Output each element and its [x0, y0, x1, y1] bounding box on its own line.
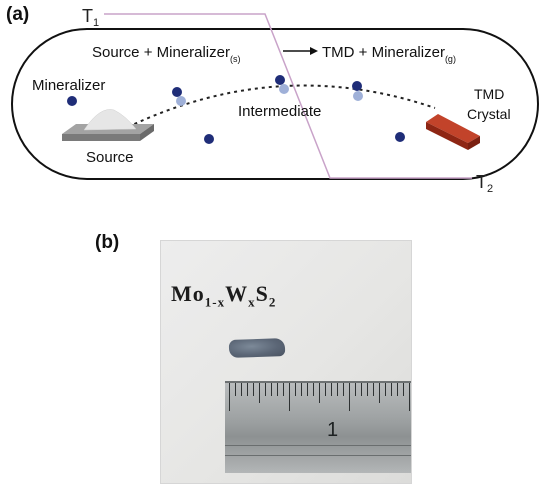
ruler-tick	[319, 383, 320, 403]
ruler-tick	[367, 383, 368, 396]
panel-b-label: (b)	[95, 232, 120, 253]
ruler-tick	[379, 383, 380, 403]
ruler-tick	[307, 383, 308, 396]
ruler-tick	[355, 383, 356, 396]
crystal-flake	[228, 338, 286, 358]
crystal-label-line1: TMD	[474, 86, 504, 102]
growth-diagram: T1 T2 Source + Mineralizer(s) TMD + Mine…	[11, 6, 539, 195]
ruler-tick	[241, 383, 242, 396]
intermediate-particle	[279, 84, 289, 94]
ruler-tick	[277, 383, 278, 396]
crystal-top	[426, 114, 480, 143]
ruler-tick	[385, 383, 386, 396]
ruler-number: 1	[327, 419, 339, 441]
sample-photo: Mo1-xWxS2 1	[160, 240, 412, 484]
mineralizer-particle	[395, 132, 405, 142]
ruler-tick	[373, 383, 374, 396]
ruler-tick	[235, 383, 236, 396]
transport-path	[127, 84, 436, 128]
crystal-front	[426, 122, 468, 150]
ruler-tick	[301, 383, 302, 396]
mineralizer-particle	[67, 96, 77, 106]
ruler-tick	[349, 383, 350, 411]
ruler-tick	[409, 383, 410, 411]
ruler-tick	[265, 383, 266, 396]
intermediate-particle	[353, 91, 363, 101]
ruler-tick	[403, 383, 404, 396]
mineralizer-particle	[204, 134, 214, 144]
sample-formula: Mo1-xWxS2	[171, 281, 277, 310]
ruler-tick	[271, 383, 272, 396]
intermediate-label: Intermediate	[238, 103, 321, 120]
source-platform-side	[140, 124, 154, 141]
ruler-tick	[331, 383, 332, 396]
panel-a-label: (a)	[6, 4, 30, 25]
ruler-tick	[391, 383, 392, 396]
ruler-tick	[247, 383, 248, 396]
reaction-left: Source + Mineralizer(s)	[92, 44, 240, 64]
ampoule-tube	[11, 28, 539, 180]
source-label: Source	[86, 149, 134, 166]
ruler-tick	[283, 383, 284, 396]
ruler-tick	[397, 383, 398, 396]
t2-label: T2	[476, 172, 493, 195]
intermediate-particle	[176, 96, 186, 106]
ruler-tick	[289, 383, 290, 411]
ruler-tick	[361, 383, 362, 396]
ruler-tick	[295, 383, 296, 396]
ruler: 1	[225, 381, 411, 473]
t1-label: T1	[82, 6, 99, 29]
crystal-label-line2: Crystal	[467, 106, 511, 122]
ruler-tick	[325, 383, 326, 396]
mineralizer-label: Mineralizer	[32, 77, 105, 94]
ruler-tick	[259, 383, 260, 403]
crystal-side	[468, 136, 480, 150]
reaction-right: TMD + Mineralizer(g)	[322, 44, 456, 64]
ruler-edge-line	[225, 455, 411, 456]
reaction-arrow-head	[310, 47, 318, 55]
temperature-profile-line	[104, 13, 472, 179]
mineralizer-particle	[352, 81, 362, 91]
source-platform-front	[62, 134, 140, 141]
mineralizer-particle	[275, 75, 285, 85]
ruler-tick	[253, 383, 254, 396]
ruler-tick	[313, 383, 314, 396]
ruler-tick	[337, 383, 338, 396]
mineralizer-particle	[172, 87, 182, 97]
source-powder-icon	[83, 109, 137, 131]
ruler-edge-line	[225, 445, 411, 446]
ruler-tick	[343, 383, 344, 396]
ruler-tick	[229, 383, 230, 411]
